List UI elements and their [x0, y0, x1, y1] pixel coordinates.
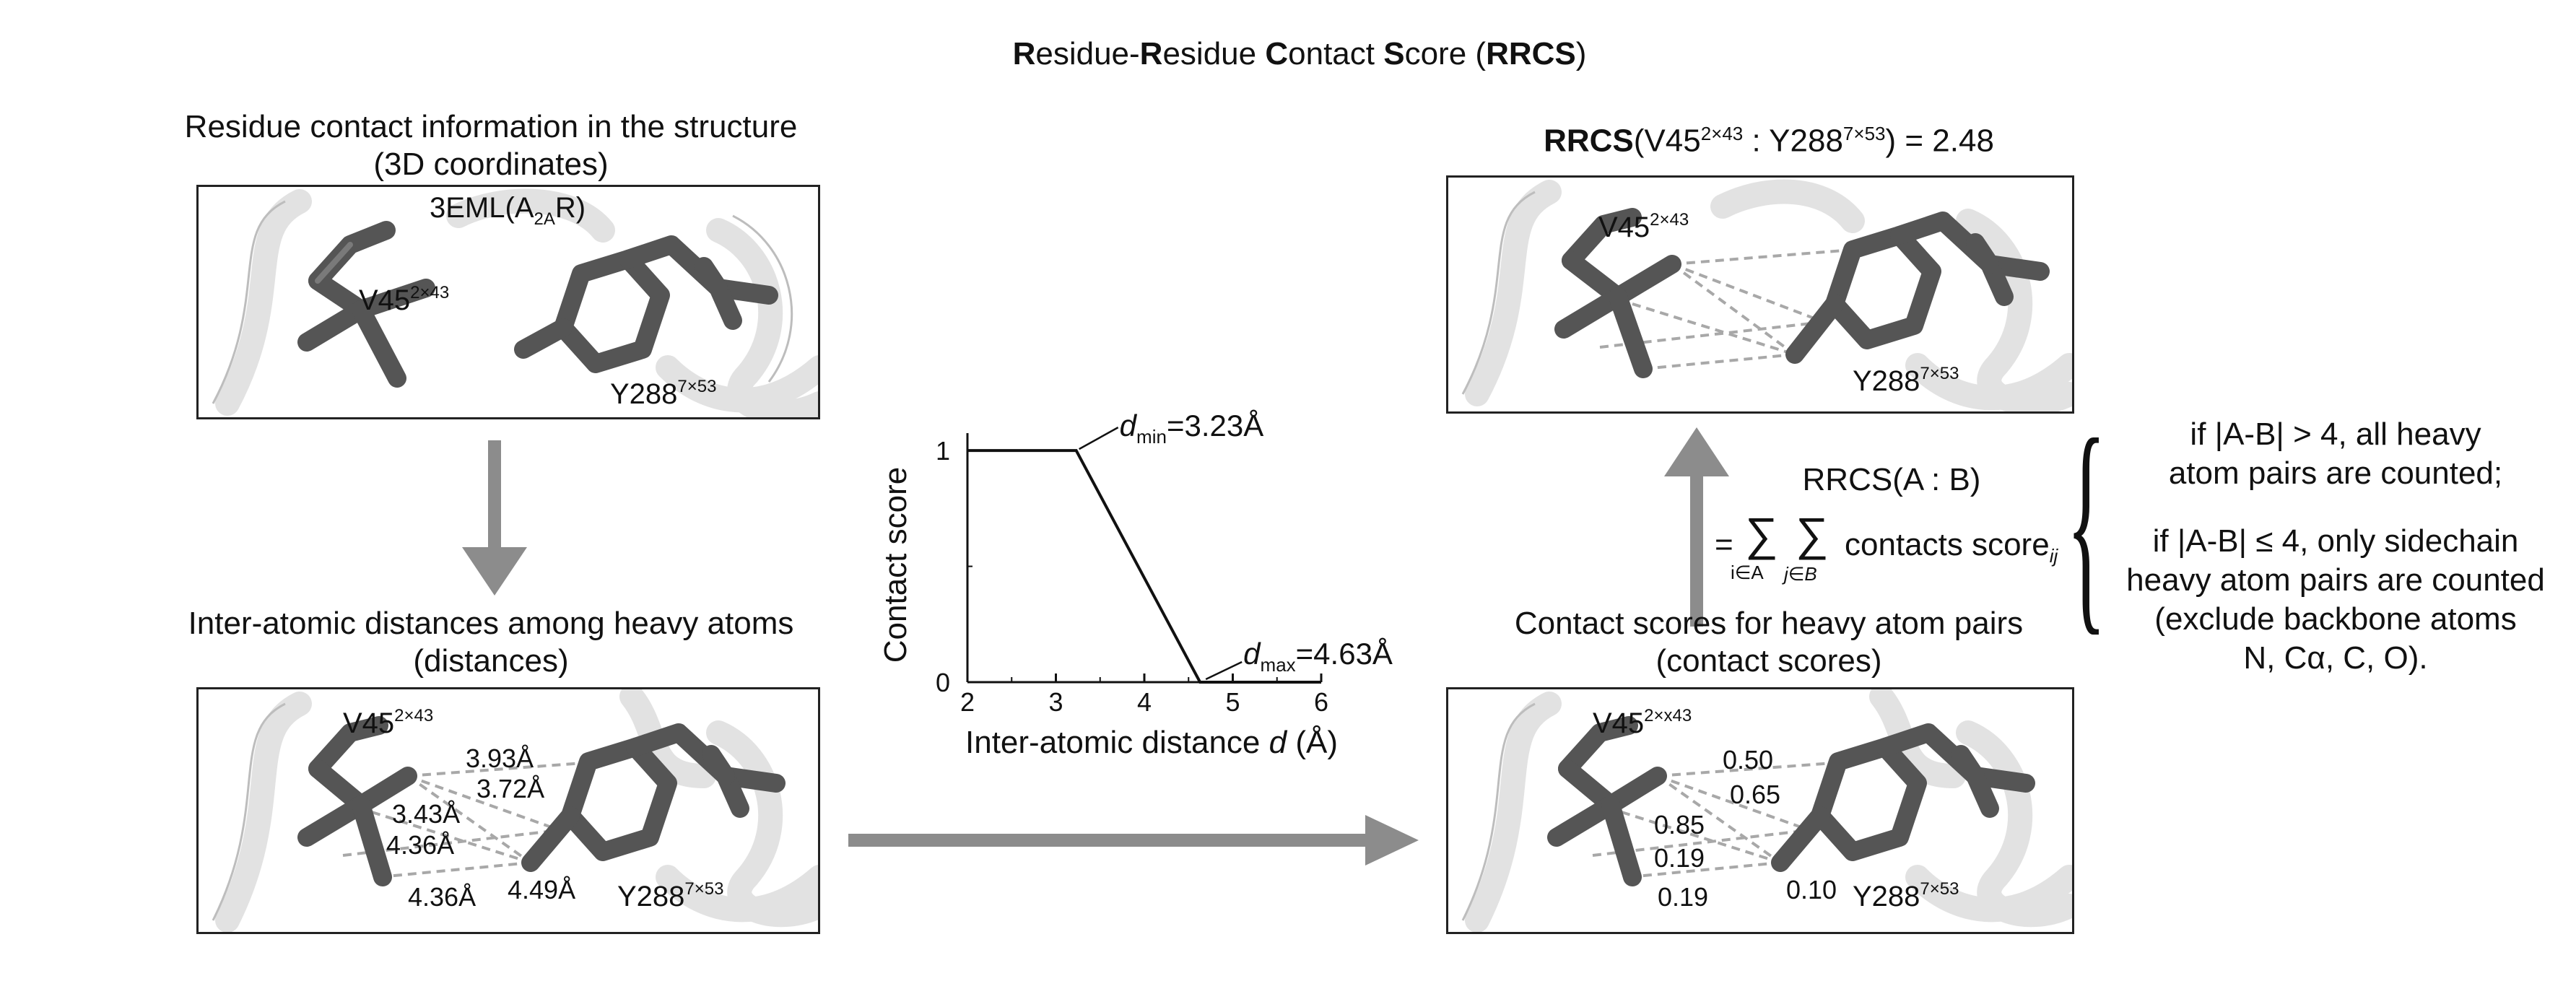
residue-label-y288: Y2887×53 [1853, 879, 1959, 912]
conditions-brace: { [2066, 391, 2107, 655]
protein-ribbon [212, 188, 818, 417]
chart-ticks: 2 3 4 5 6 0 1 [936, 436, 1328, 717]
up-arrow [1664, 427, 1729, 627]
chart-axes [966, 433, 1321, 684]
rrcs-graphic: V452×43 Y2887×53 [1461, 179, 2072, 411]
sum-symbol-i: ∑ [1745, 508, 1778, 560]
contact-scores-panel: V452×x43 Y2887×53 0.50 0.65 0.85 0.19 0.… [1446, 687, 2074, 934]
protein-ribbon [1461, 179, 2072, 411]
dmax-annotation: dmax=4.63Å [1243, 637, 1393, 676]
residue-label-y288: Y2887×53 [1853, 364, 1959, 397]
y288-sticks [1785, 212, 2050, 364]
x-tick-label: 3 [1048, 687, 1063, 717]
y-axis-label: Contact score [878, 467, 913, 663]
distance-label: 4.36Å [408, 882, 476, 912]
conditions-text: if |A-B| > 4, all heavy atom pairs are c… [2126, 417, 2545, 676]
sum-index-j: j∈B [1784, 563, 1817, 585]
dmax-pointer [1205, 660, 1243, 681]
distances-graphic: V452×43 Y2887×53 3.93Å 3.72Å 3.43Å 4.36Å… [212, 689, 818, 932]
score-label: 0.19 [1654, 843, 1705, 873]
residue-label-y288: Y2887×53 [610, 377, 716, 410]
title-bold-c: C [1265, 36, 1289, 71]
residue-label-v45: V452×43 [1598, 210, 1689, 243]
down-arrow [462, 440, 527, 596]
protein-ribbon [1461, 689, 2072, 932]
y288-sticks [1771, 723, 2035, 872]
residue-label-v45: V452×x43 [1593, 706, 1692, 739]
score-label: 0.65 [1730, 780, 1780, 809]
distance-label: 3.72Å [477, 774, 544, 803]
y-tick-label: 0 [936, 668, 950, 697]
dmin-annotation: dmin=3.23Å [1120, 409, 1264, 448]
v45-sticks [297, 221, 435, 388]
score-label: 0.50 [1723, 745, 1773, 775]
score-label: 0.19 [1658, 882, 1708, 912]
panel-br-heading: Contact scores for heavy atom pairs (con… [1514, 606, 2024, 679]
rrcs-panel: V452×43 Y2887×53 [1446, 175, 2074, 414]
title-bold-r1: R [1012, 36, 1036, 71]
x-tick-label: 5 [1225, 687, 1240, 717]
dmin-pointer [1079, 427, 1119, 450]
x-axis-label: Inter-atomic distance d (Å) [965, 725, 1338, 760]
rrcs-formula-lhs: RRCS(A : B) [1802, 462, 1981, 497]
contact-scores-graphic: V452×x43 Y2887×53 0.50 0.65 0.85 0.19 0.… [1461, 689, 2072, 932]
v45-sticks [1547, 716, 1667, 886]
panel-tl-heading: Residue contact information in the struc… [184, 109, 798, 182]
x-tick-label: 4 [1137, 687, 1152, 717]
x-tick-label: 6 [1314, 687, 1328, 717]
formula-equals: = [1715, 527, 1733, 562]
structure-3d-graphic: 3EML(A2AR) V452×43 Y2887×53 [212, 188, 818, 417]
distance-label: 4.49Å [508, 875, 575, 904]
y288-sticks [514, 235, 778, 373]
contact-score-chart: 2 3 4 5 6 0 1 Contact score Inter-atomic dista… [878, 409, 1393, 760]
sum-index-i: i∈A [1731, 562, 1764, 583]
title-bold-r2: R [1139, 36, 1163, 71]
score-label: 0.85 [1654, 810, 1705, 840]
y-tick-label: 1 [936, 436, 950, 466]
distances-panel: V452×43 Y2887×53 3.93Å 3.72Å 3.43Å 4.36Å… [196, 687, 820, 934]
v45-sticks [297, 716, 417, 886]
figure-title: Residue-Residue Contact Score (RRCS) [1012, 36, 1587, 71]
contact-score-line [967, 449, 1321, 684]
sum-symbol-j: ∑ [1796, 508, 1829, 560]
formula-term: contacts scoreij [1845, 527, 2058, 567]
pdb-label: 3EML(A2AR) [430, 192, 586, 229]
v45-sticks [1554, 208, 1681, 378]
right-arrow [848, 815, 1419, 866]
residue-label-y288: Y2887×53 [617, 879, 723, 912]
structure-panel-3d: 3EML(A2AR) V452×43 Y2887×53 [196, 185, 820, 419]
panel-bl-heading: Inter-atomic distances among heavy atoms… [188, 606, 794, 679]
distance-label: 3.43Å [392, 799, 460, 829]
distance-label: 4.36Å [386, 830, 454, 860]
panel-tr-heading: RRCS(V452×43 : Y2887×53) = 2.48 [1544, 123, 1994, 159]
rrcs-formula: = ∑ i∈A ∑ j∈B contacts scoreij [1715, 505, 2090, 592]
title-bold-s: S [1383, 36, 1405, 71]
residue-label-v45: V452×43 [359, 283, 449, 316]
score-label: 0.10 [1786, 875, 1837, 904]
x-tick-label: 2 [960, 687, 975, 717]
title-bold-rrcs: RRCS [1486, 36, 1576, 71]
y288-sticks [521, 723, 786, 872]
distance-label: 3.93Å [466, 744, 534, 773]
residue-label-v45: V452×43 [343, 706, 433, 739]
